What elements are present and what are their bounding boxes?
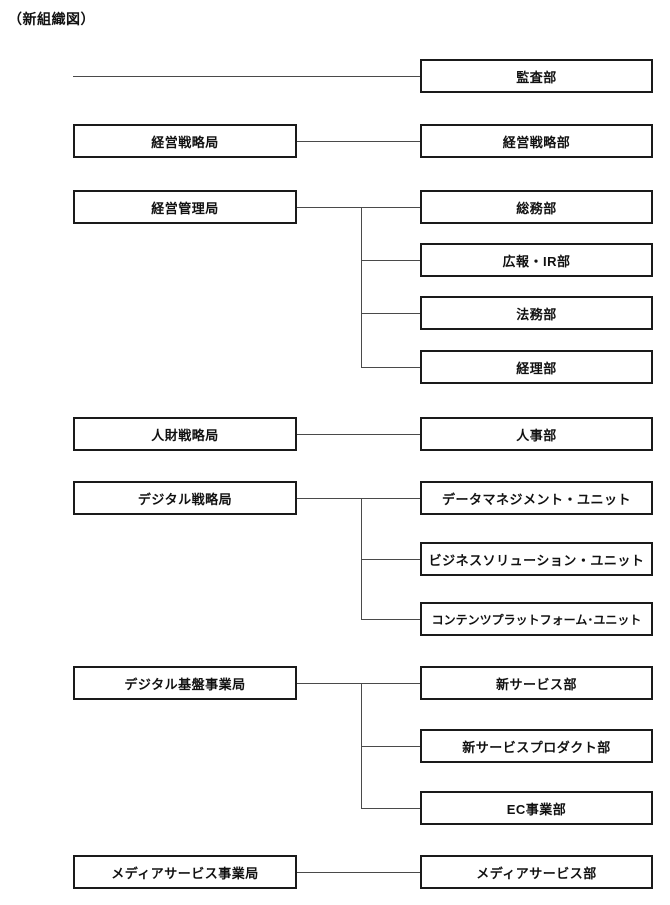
page-title: （新組織図） (8, 11, 95, 27)
content-platform-unit-box: コンテンツプラットフォーム･ユニット (420, 602, 653, 636)
connector-digital-infrastructure-trunk-vline (361, 683, 362, 808)
connector-business-solution-branch-hline (361, 559, 420, 560)
connector-new-service-product-branch-hline (361, 746, 420, 747)
digital-infrastructure-business-bureau-box: デジタル基盤事業局 (73, 666, 297, 700)
connector-management-admin-hline (297, 207, 420, 208)
connector-ec-business-branch-hline (361, 808, 420, 809)
hr-department-box: 人事部 (420, 417, 653, 451)
new-service-department-box: 新サービス部 (420, 666, 653, 700)
management-strategy-bureau-box: 経営戦略局 (73, 124, 297, 158)
data-management-unit-box: データマネジメント・ユニット (420, 481, 653, 515)
connector-content-platform-branch-hline (361, 619, 420, 620)
media-service-department-box: メディアサービス部 (420, 855, 653, 889)
connector-accounting-branch-hline (361, 367, 420, 368)
accounting-department-box: 経理部 (420, 350, 653, 384)
connector-media-service-hline (297, 872, 420, 873)
legal-department-box: 法務部 (420, 296, 653, 330)
business-solution-unit-box: ビジネスソリューション・ユニット (420, 542, 653, 576)
hr-strategy-bureau-box: 人財戦略局 (73, 417, 297, 451)
media-service-business-bureau-box: メディアサービス事業局 (73, 855, 297, 889)
connector-management-strategy-hline (297, 141, 420, 142)
ec-business-department-box: EC事業部 (420, 791, 653, 825)
connector-digital-strategy-trunk-vline (361, 498, 362, 619)
audit-department-box: 監査部 (420, 59, 653, 93)
new-service-product-department-box: 新サービスプロダクト部 (420, 729, 653, 763)
connector-pr-ir-branch-hline (361, 260, 420, 261)
management-admin-bureau-box: 経営管理局 (73, 190, 297, 224)
connector-management-admin-trunk-vline (361, 207, 362, 367)
connector-audit-hline (73, 76, 420, 77)
connector-digital-infrastructure-hline (297, 683, 420, 684)
pr-ir-department-box: 広報・IR部 (420, 243, 653, 277)
management-strategy-department-box: 経営戦略部 (420, 124, 653, 158)
general-affairs-department-box: 総務部 (420, 190, 653, 224)
connector-digital-strategy-hline (297, 498, 420, 499)
digital-strategy-bureau-box: デジタル戦略局 (73, 481, 297, 515)
connector-hr-strategy-hline (297, 434, 420, 435)
connector-legal-branch-hline (361, 313, 420, 314)
